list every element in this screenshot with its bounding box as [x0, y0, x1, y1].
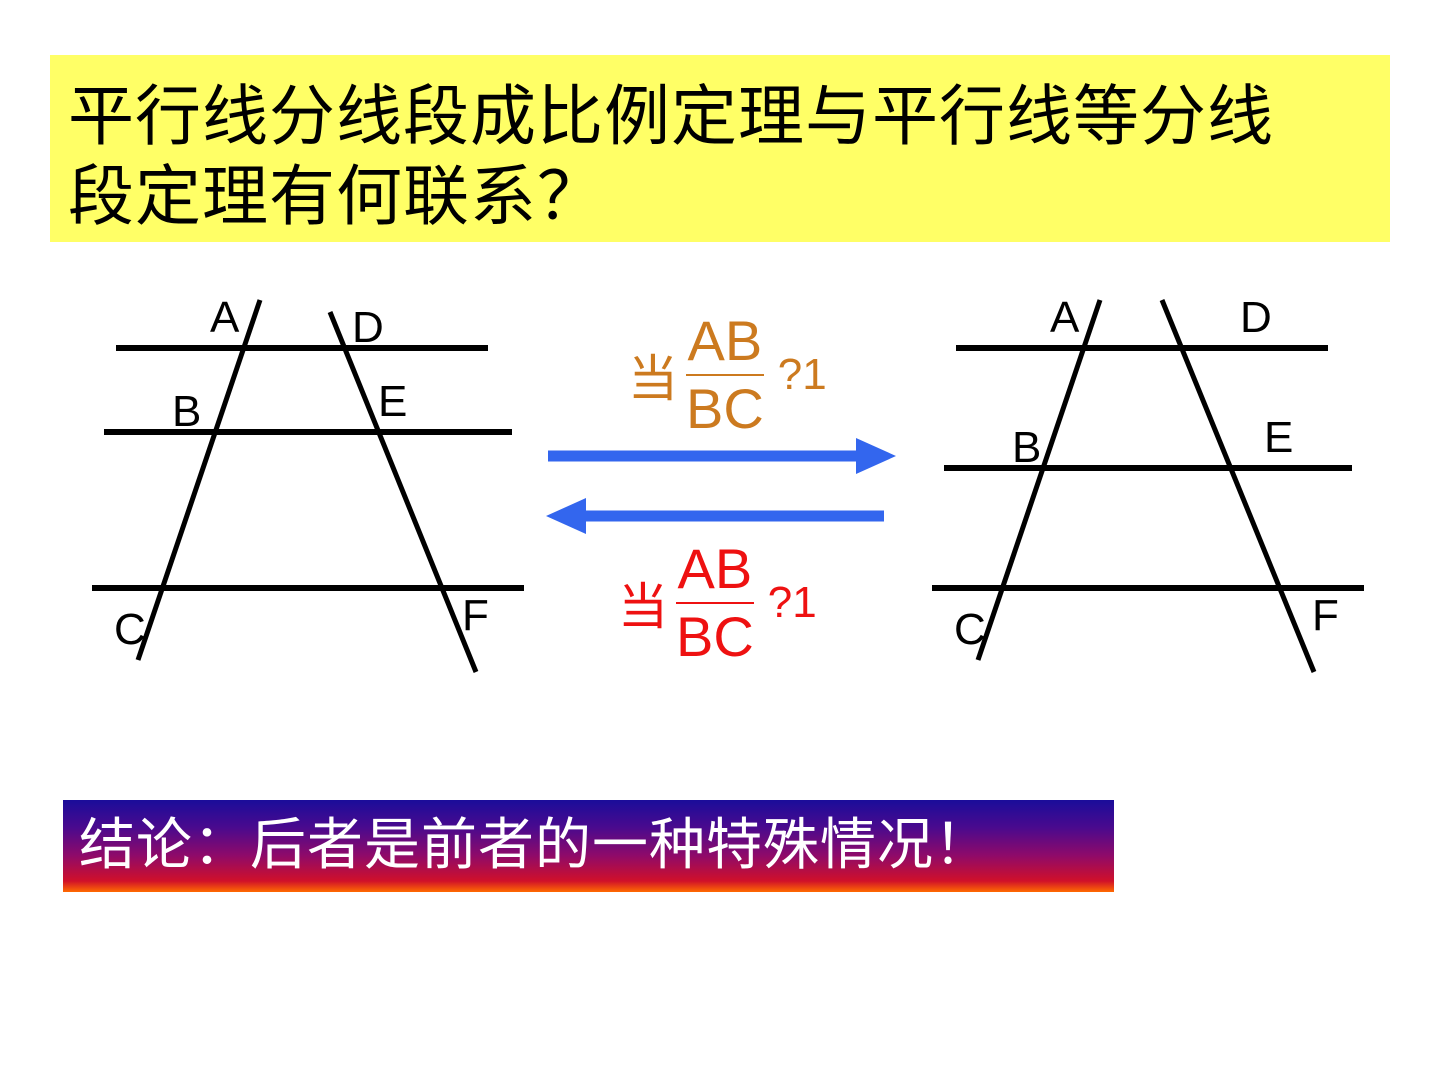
condition-forward-denominator: BC [686, 377, 764, 440]
left-label-e: E [378, 377, 407, 426]
condition-backward-relation: ?1 [767, 578, 817, 627]
right-figure: A D B E C F [932, 293, 1364, 673]
left-figure: A D B E C F [92, 293, 524, 673]
arrow-left-head [546, 498, 586, 534]
right-label-d: D [1240, 293, 1272, 342]
fraction-bar [676, 602, 754, 604]
left-transversal-1 [135, 299, 263, 661]
right-label-c: C [954, 605, 986, 654]
condition-forward-numerator: AB [687, 309, 763, 372]
left-label-f: F [462, 591, 489, 640]
arrows [546, 438, 896, 534]
left-transversal-2 [327, 311, 479, 673]
right-label-f: F [1312, 591, 1339, 640]
condition-backward-denominator: BC [676, 605, 754, 668]
condition-backward-fraction: AB BC [676, 540, 754, 666]
title-line-1: 平行线分线段成比例定理与平行线等分线 [68, 78, 1274, 155]
right-transversal-1 [975, 299, 1103, 661]
left-label-c: C [114, 605, 146, 654]
condition-forward-fraction: AB BC [686, 312, 764, 438]
condition-forward: 当 AB BC ?1 [628, 312, 827, 438]
left-label-b: B [172, 387, 201, 436]
condition-backward: 当 AB BC ?1 [618, 540, 817, 666]
right-label-e: E [1264, 413, 1293, 462]
condition-backward-numerator: AB [677, 537, 753, 600]
left-label-a: A [210, 293, 240, 342]
condition-forward-prefix: 当 [628, 350, 678, 408]
title-line-2: 段定理有何联系？ [68, 158, 604, 235]
condition-forward-relation: ?1 [777, 350, 827, 399]
right-label-a: A [1050, 293, 1080, 342]
conclusion-banner: 结论：后者是前者的一种特殊情况！ [63, 800, 1114, 892]
left-label-d: D [352, 303, 384, 352]
fraction-bar [686, 374, 764, 376]
right-transversal-2 [1159, 299, 1317, 673]
condition-backward-prefix: 当 [618, 578, 668, 636]
title-box: 平行线分线段成比例定理与平行线等分线 段定理有何联系？ [50, 55, 1390, 242]
arrow-right-head [856, 438, 896, 474]
right-label-b: B [1012, 423, 1041, 472]
